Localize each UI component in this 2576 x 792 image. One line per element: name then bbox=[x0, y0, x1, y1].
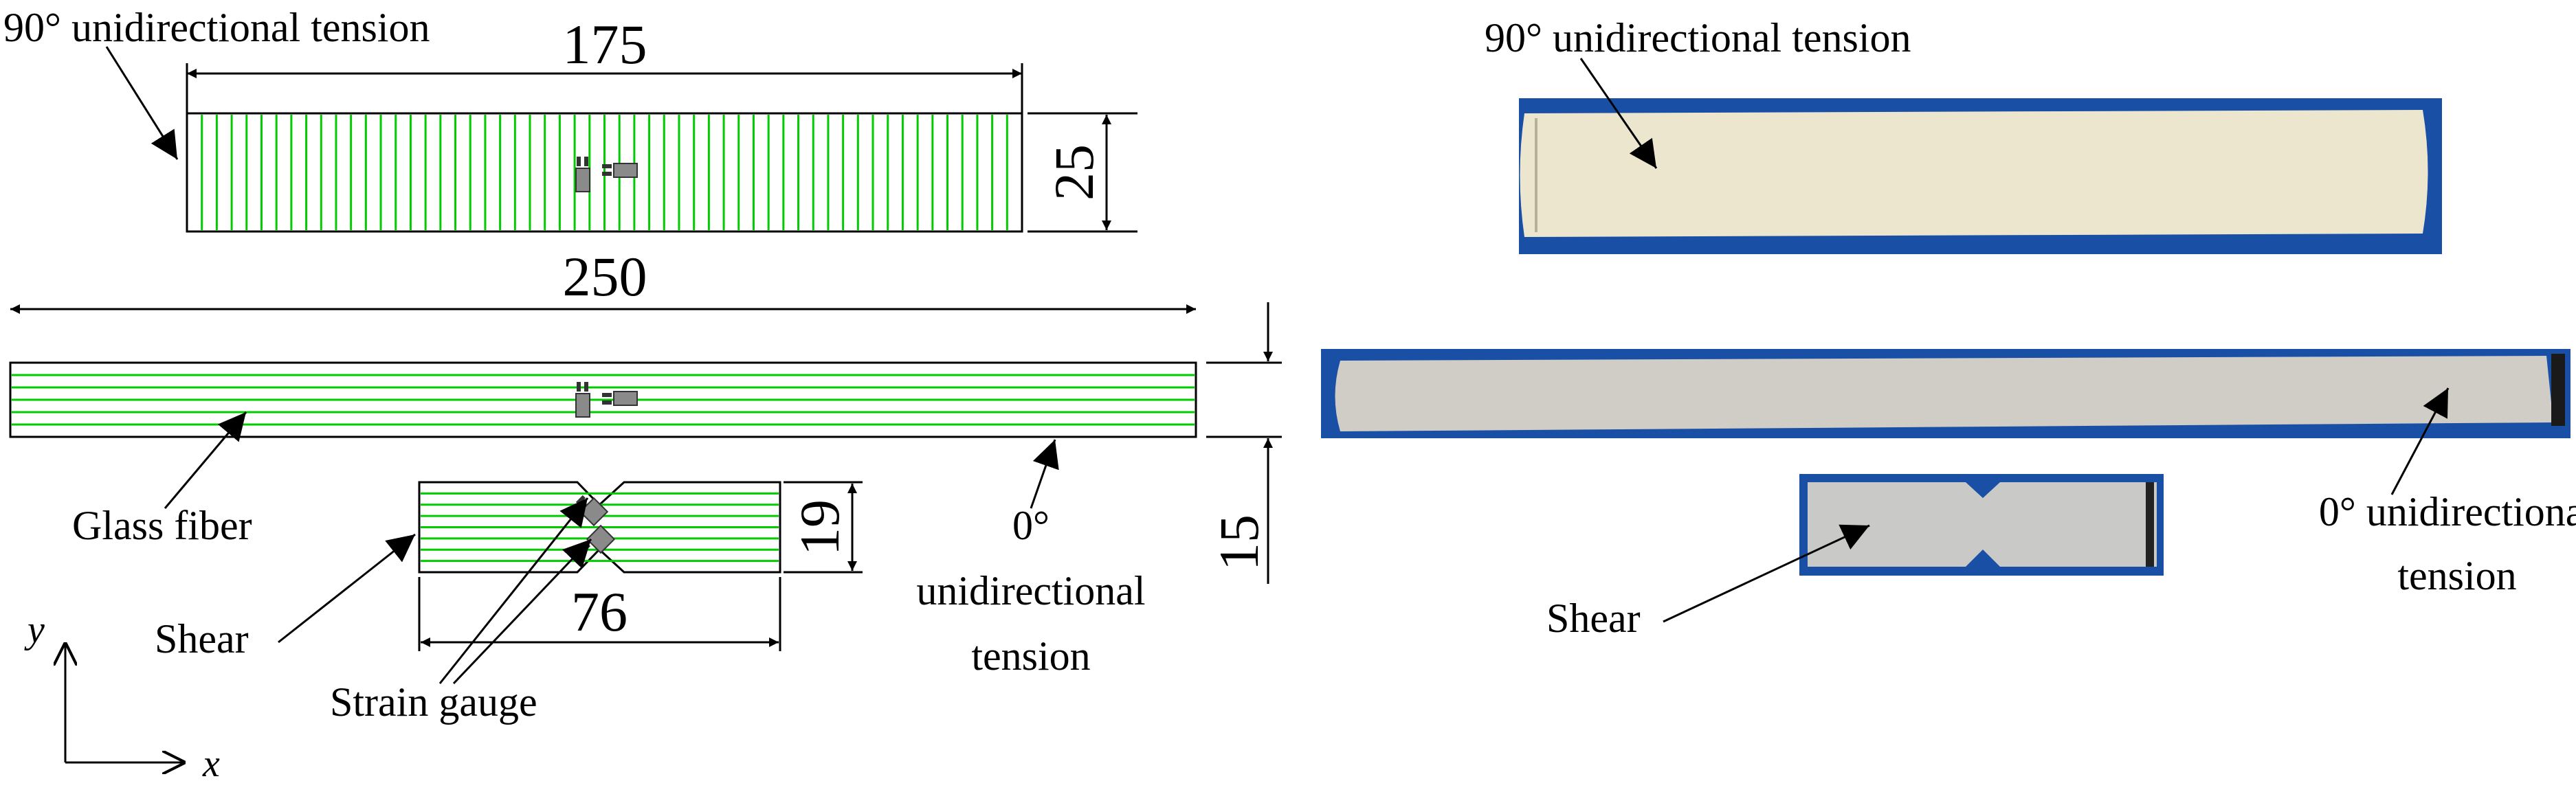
fibers-90 bbox=[201, 115, 1008, 230]
specimen-90-drawing bbox=[186, 112, 1023, 233]
dim-15: 15 bbox=[1208, 514, 1270, 571]
dim-19: 19 bbox=[788, 499, 851, 556]
leader-strain-gauge-2 bbox=[452, 538, 592, 685]
photo-90-specimen bbox=[1520, 110, 2428, 237]
label-90-tension: 90° unidirectional tension bbox=[3, 5, 430, 50]
leader-strain-gauge-1 bbox=[438, 497, 589, 684]
leader-glass-fiber bbox=[164, 411, 247, 509]
label-0-photo-line2: tension bbox=[2397, 553, 2516, 598]
label-0-line3: tension bbox=[971, 633, 1090, 679]
specimen-0-drawing bbox=[9, 361, 1197, 438]
dim-76: 76 bbox=[571, 580, 628, 643]
leader-shear-photo bbox=[1663, 524, 1870, 623]
label-0-photo-line1: 0° unidirectional bbox=[2319, 489, 2576, 534]
label-0-line2: unidirectional bbox=[916, 568, 1145, 613]
photo-shear-specimen bbox=[1808, 482, 2157, 567]
dim-175: 175 bbox=[563, 13, 647, 76]
leader-shear-drawing bbox=[278, 533, 416, 644]
label-90-photo: 90° unidirectional tension bbox=[1485, 15, 1911, 60]
label-shear-drawing: Shear bbox=[155, 616, 249, 661]
specimen-shear-drawing bbox=[418, 481, 781, 574]
label-0-line1: 0° bbox=[1012, 503, 1050, 548]
leader-90-photo bbox=[1579, 58, 1658, 169]
label-shear-photo: Shear bbox=[1546, 596, 1641, 641]
coordinate-axes: y x bbox=[24, 609, 220, 785]
fibers-0 bbox=[12, 374, 1195, 426]
photo-0-specimen bbox=[1335, 356, 2553, 431]
photo-shear bbox=[1799, 474, 2164, 576]
photo-90 bbox=[1519, 98, 2442, 254]
strain-gauge-0 bbox=[575, 382, 638, 418]
leader-90 bbox=[105, 46, 179, 160]
axis-label-y: y bbox=[24, 609, 45, 651]
dim-250: 250 bbox=[563, 245, 647, 308]
label-glass-fiber: Glass fiber bbox=[72, 503, 252, 548]
axis-label-x: x bbox=[202, 743, 220, 785]
photo-0 bbox=[1321, 349, 2571, 438]
dim-25: 25 bbox=[1043, 144, 1105, 201]
strain-gauge-90 bbox=[575, 157, 638, 192]
leader-0-tension bbox=[1030, 439, 1059, 509]
leader-0-photo bbox=[2390, 387, 2450, 495]
label-strain-gauge: Strain gauge bbox=[330, 679, 537, 725]
